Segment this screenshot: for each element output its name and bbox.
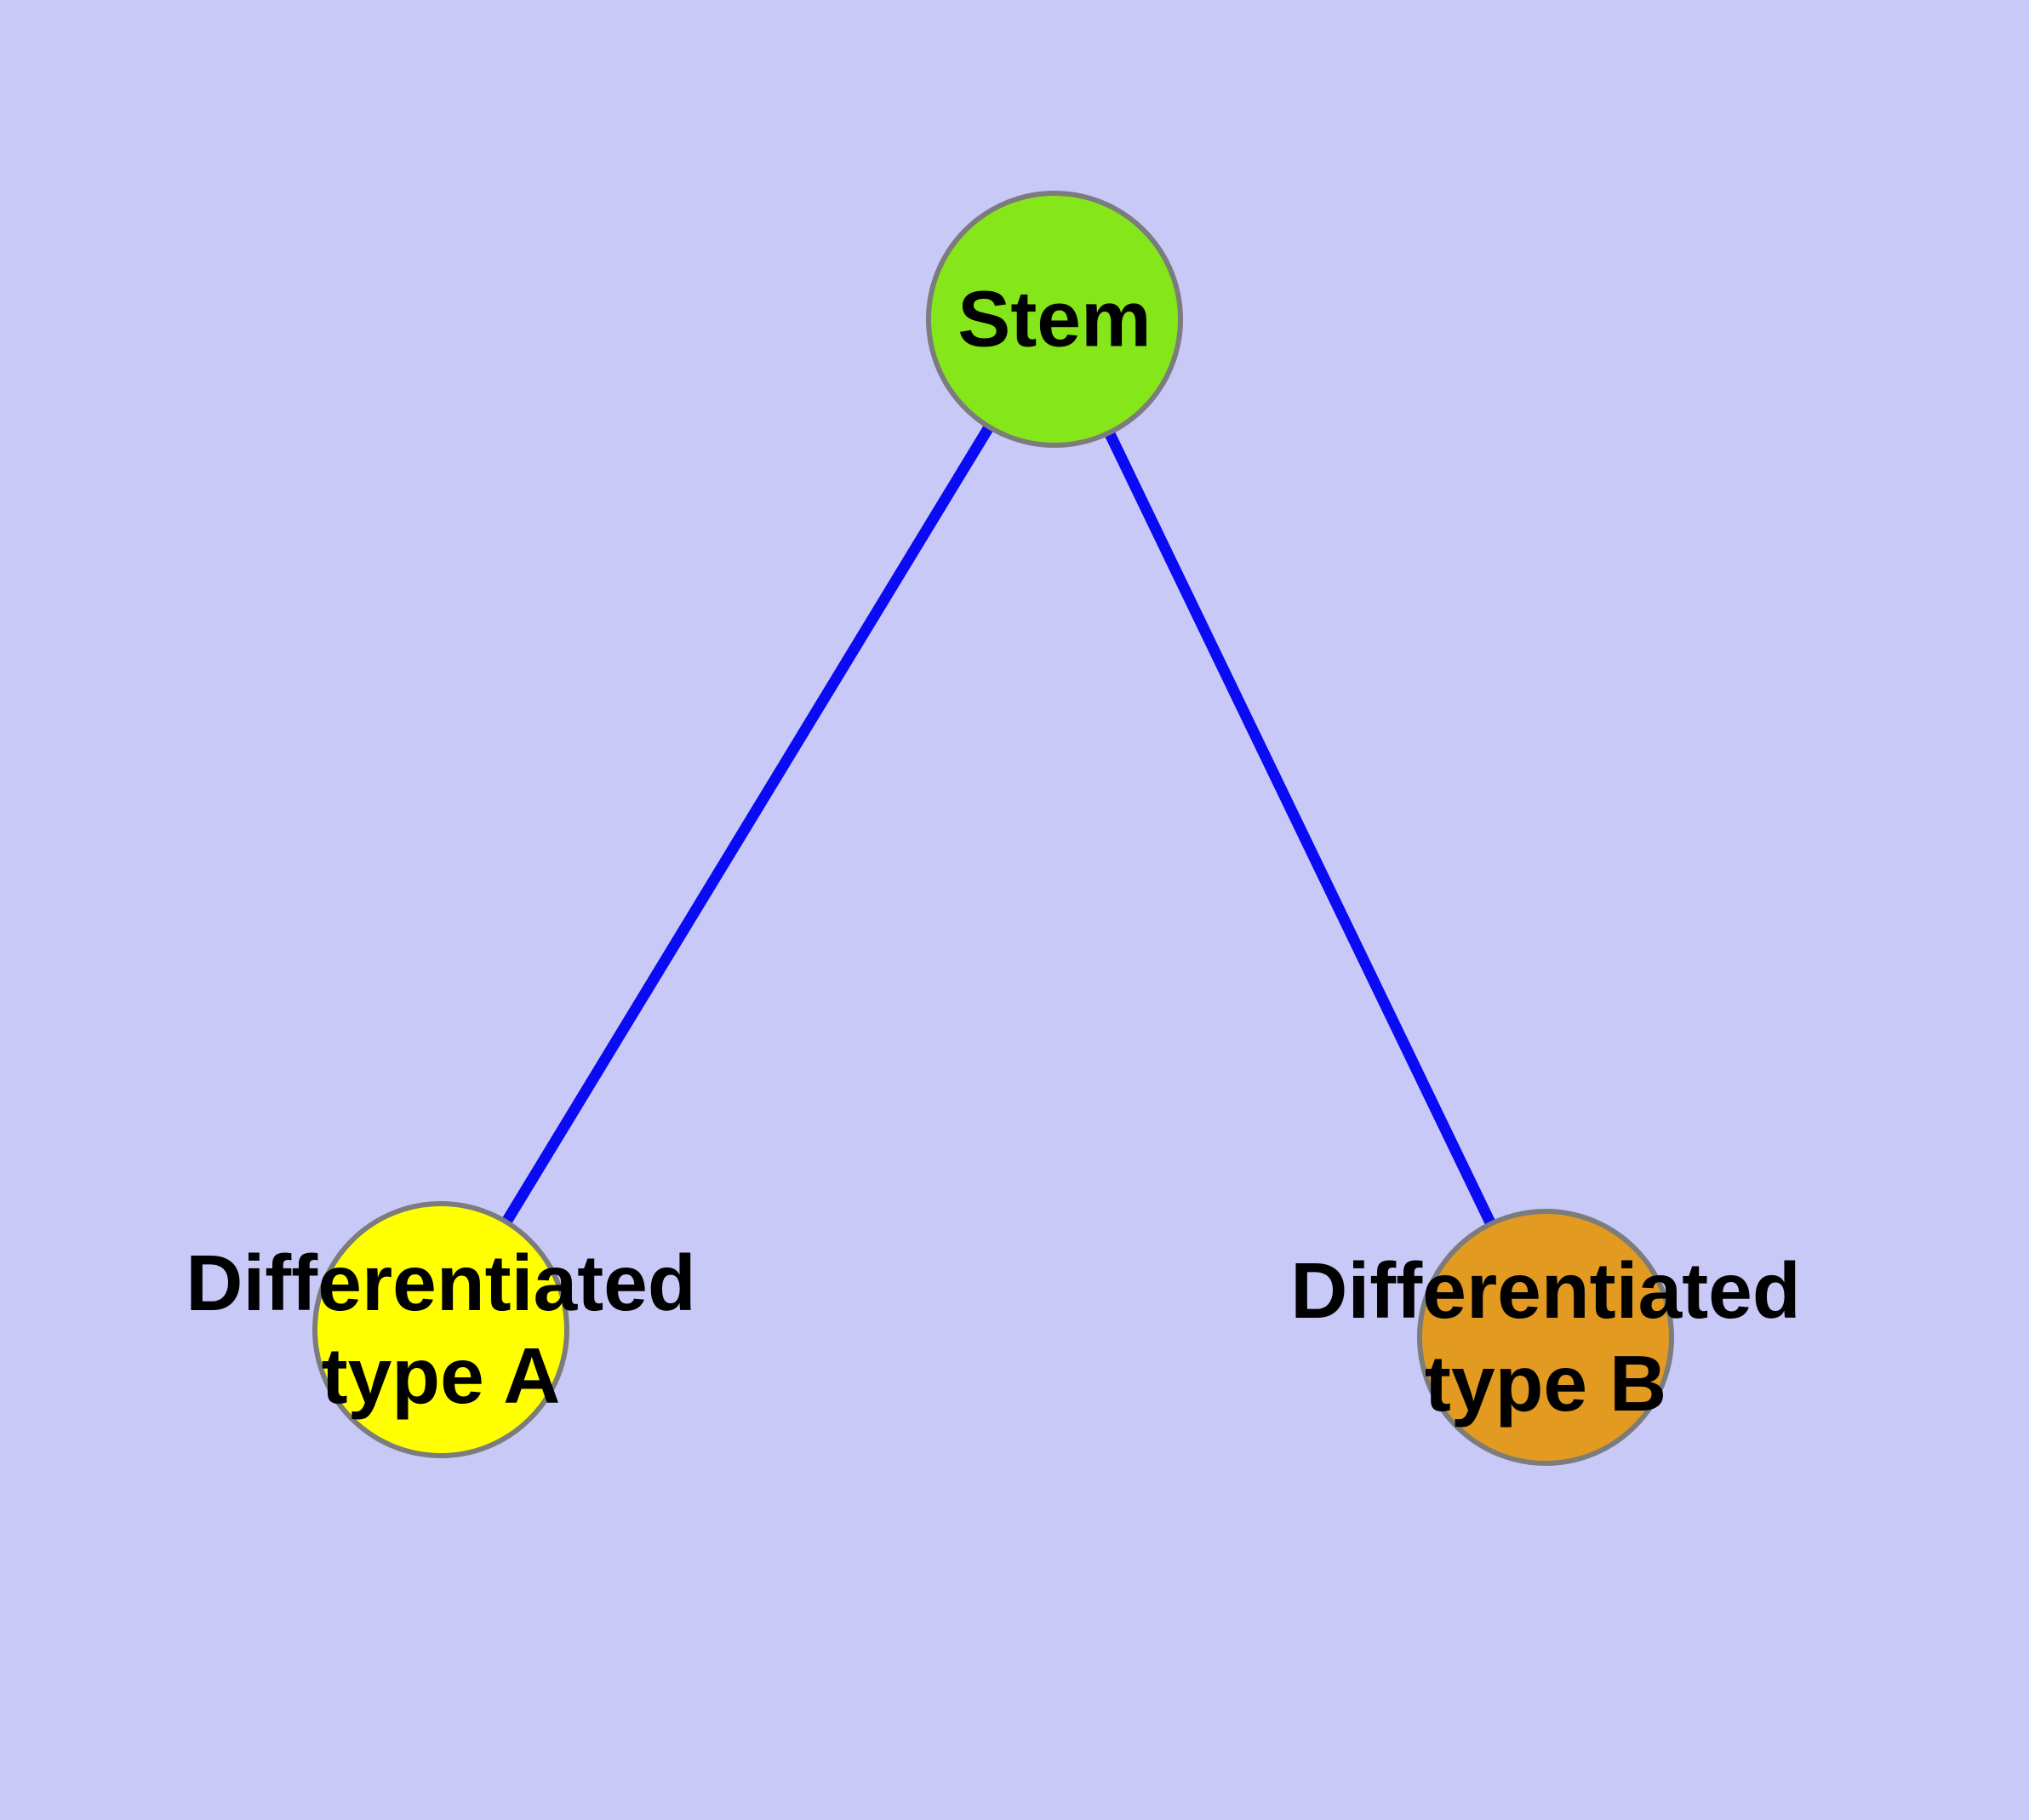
stem-node-label: Stem <box>957 273 1151 366</box>
edge-stem-to-type-b <box>1049 317 1551 1340</box>
type-b-label-line-1: Differentiated <box>1290 1246 1801 1335</box>
stem-label-line: Stem <box>957 274 1152 363</box>
differentiated-type-b-node-label: Differentiated type B <box>1290 1245 1800 1430</box>
type-b-label-line-2: type B <box>1424 1339 1667 1428</box>
edge-stem-to-type-a <box>436 316 1060 1333</box>
differentiated-type-a-node-circle <box>312 1201 569 1458</box>
stem-node-circle <box>926 191 1183 448</box>
differentiated-type-a-node-label: Differentiated type A <box>186 1237 695 1422</box>
type-a-label-line-2: type A <box>321 1331 561 1420</box>
type-a-label-line-1: Differentiated <box>186 1239 696 1327</box>
differentiated-type-b-node-circle <box>1417 1209 1674 1466</box>
